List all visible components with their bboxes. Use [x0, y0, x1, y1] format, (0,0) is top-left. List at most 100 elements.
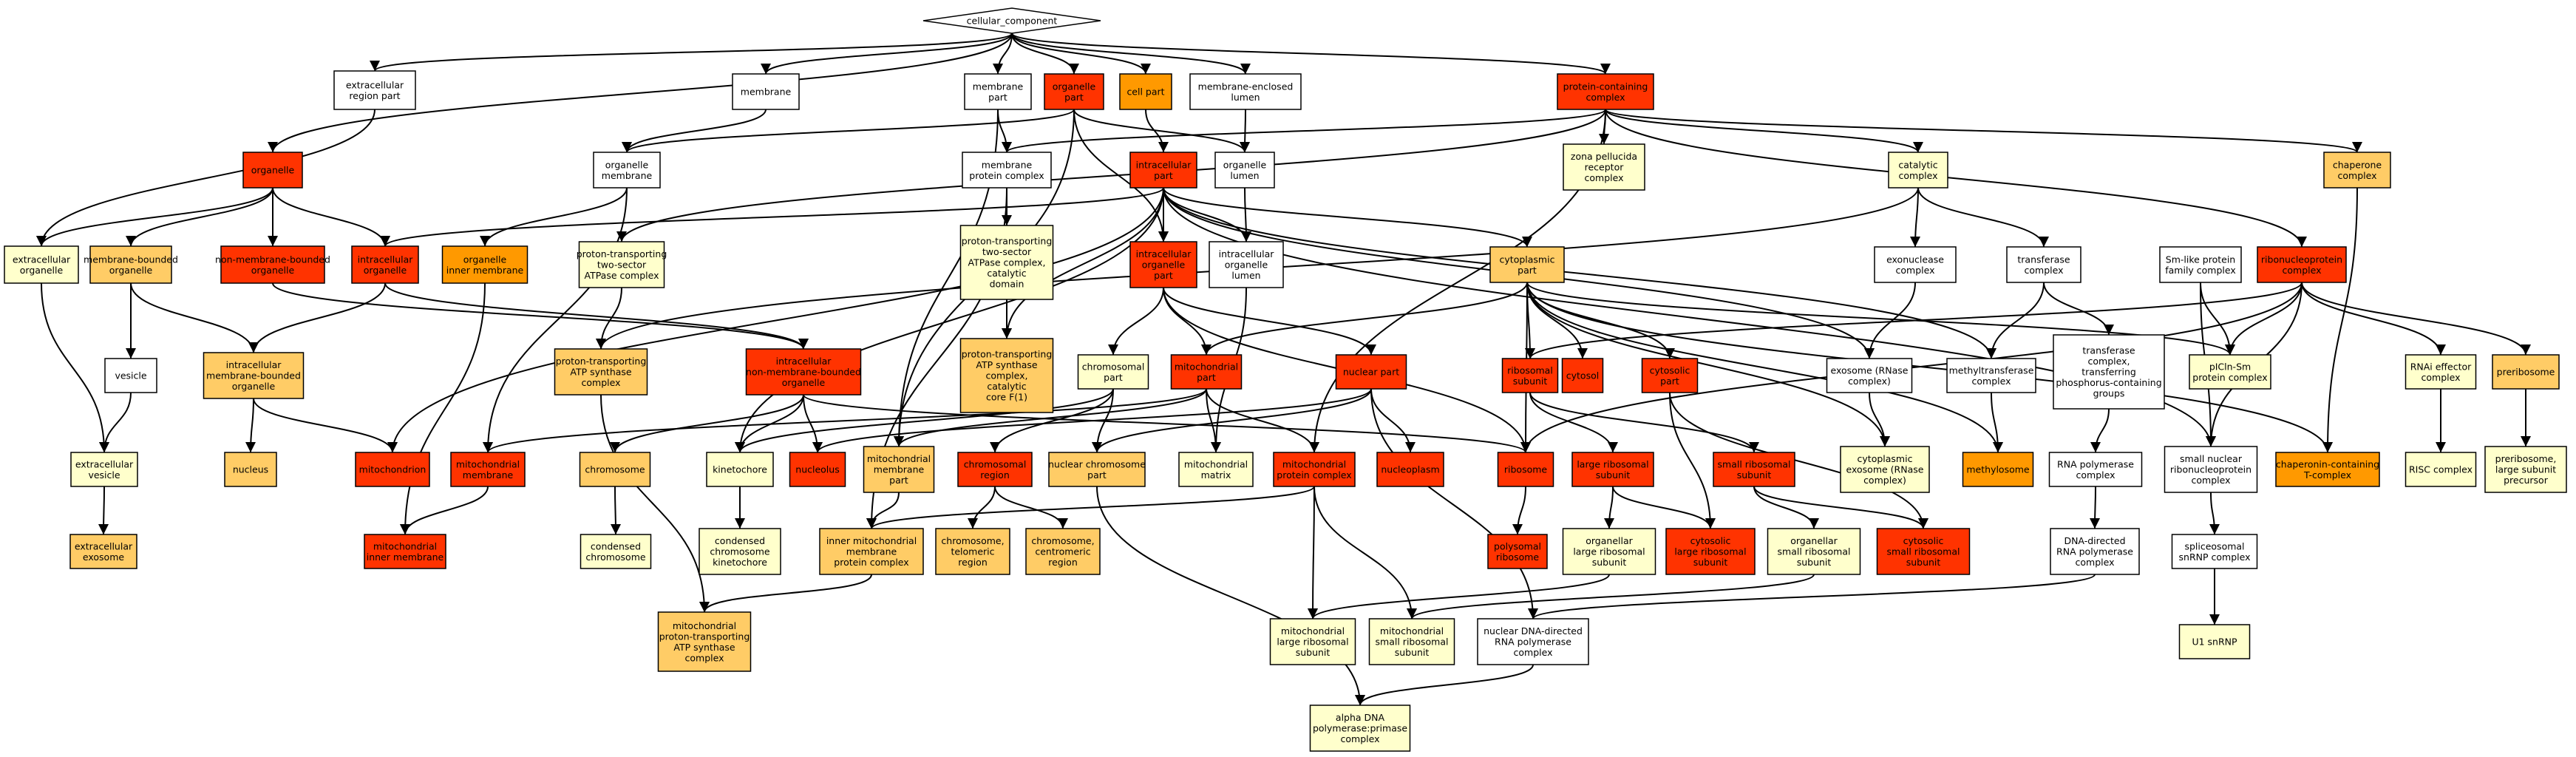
node-methylosome[interactable]: methylosome — [1962, 452, 2034, 487]
node-nucleoplasm[interactable]: nucleoplasm — [1376, 452, 1444, 487]
node-mitochondrion[interactable]: mitochondrion — [355, 452, 430, 487]
node-label: part — [1197, 372, 1216, 383]
node-organelle[interactable]: organelle — [242, 152, 303, 189]
node-transferase-complex-phos[interactable]: transferasecomplex,transferringphosphoru… — [2053, 334, 2165, 410]
node-label: ribonucleoprotein — [2261, 254, 2342, 265]
node-nucleolus[interactable]: nucleolus — [789, 452, 846, 487]
node-ribosome[interactable]: ribosome — [1497, 452, 1554, 487]
node-vesicle[interactable]: vesicle — [104, 358, 157, 393]
node-preribosome[interactable]: preribosome — [2492, 354, 2560, 390]
node-cell-part[interactable]: cell part — [1119, 73, 1172, 110]
node-label: mitochondrial — [867, 453, 931, 464]
node-kinetochore[interactable]: kinetochore — [706, 452, 774, 487]
node-label: chaperonin-containing — [2276, 458, 2379, 469]
node-label: transferase — [2082, 345, 2135, 356]
node-chromosome[interactable]: chromosome — [579, 452, 651, 487]
node-nucleus[interactable]: nucleus — [224, 452, 277, 487]
node-cytosol[interactable]: cytosol — [1561, 358, 1604, 393]
node-box — [2189, 354, 2271, 390]
node-nuclear-part[interactable]: nuclear part — [1335, 354, 1407, 390]
node-intracellular-non-membrane-bounded[interactable]: intracellularnon-membrane-boundedorganel… — [745, 348, 862, 396]
node-u1-snrnp[interactable]: U1 snRNP — [2178, 624, 2251, 659]
node-cc[interactable]: cellular_component — [922, 7, 1101, 34]
edge-cytoplasmic_part-to-mitochondrial_part — [1201, 282, 1528, 356]
node-label: nucleoplasm — [1381, 464, 1439, 475]
node-label: part — [1518, 265, 1537, 276]
node-risc-complex[interactable]: RISC complex — [2405, 452, 2477, 487]
node-membrane[interactable]: membrane — [732, 73, 800, 110]
